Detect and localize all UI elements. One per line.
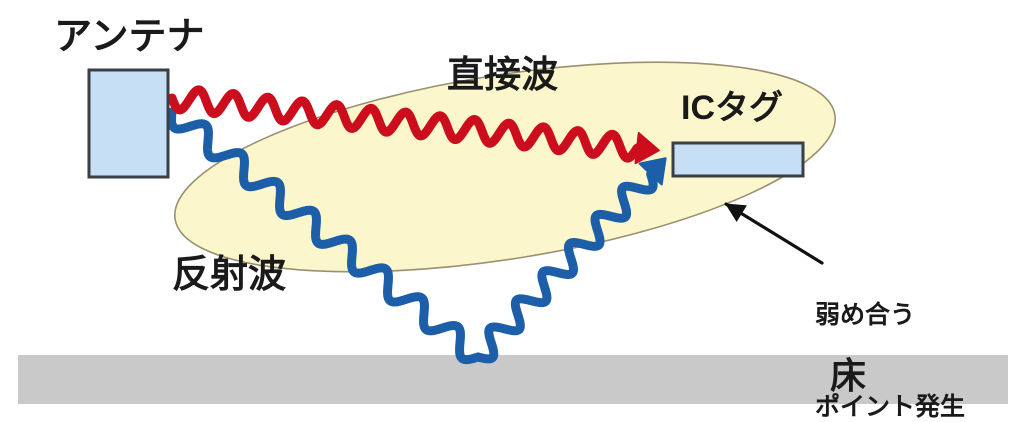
note-pointer-arrow xyxy=(724,202,824,265)
note-pointer-arrowhead xyxy=(725,203,747,223)
floor-label: 床 xyxy=(830,355,867,396)
reflected-wave-arrowhead xyxy=(638,157,667,186)
reflected-wave-label: 反射波 xyxy=(172,254,287,296)
floor-band xyxy=(18,355,1008,404)
note-line-2: ポイント発生 xyxy=(815,392,966,421)
antenna-label: アンテナ xyxy=(54,16,205,58)
antenna-box xyxy=(87,68,170,179)
reflected-wave-downgoing xyxy=(167,107,483,365)
note-pointer-line xyxy=(724,202,824,265)
direct-wave-arrowhead xyxy=(634,131,660,165)
weakening-point-note: 弱め合う ポイント発生 xyxy=(815,239,965,422)
note-line-1: 弱め合う xyxy=(815,301,916,329)
ic-tag-label: ICタグ xyxy=(681,89,783,127)
reflected-wave-upgoing xyxy=(473,169,658,364)
direct-wave xyxy=(167,85,642,163)
direct-wave-label: 直接波 xyxy=(447,54,558,95)
ic-tag-box xyxy=(671,141,805,178)
